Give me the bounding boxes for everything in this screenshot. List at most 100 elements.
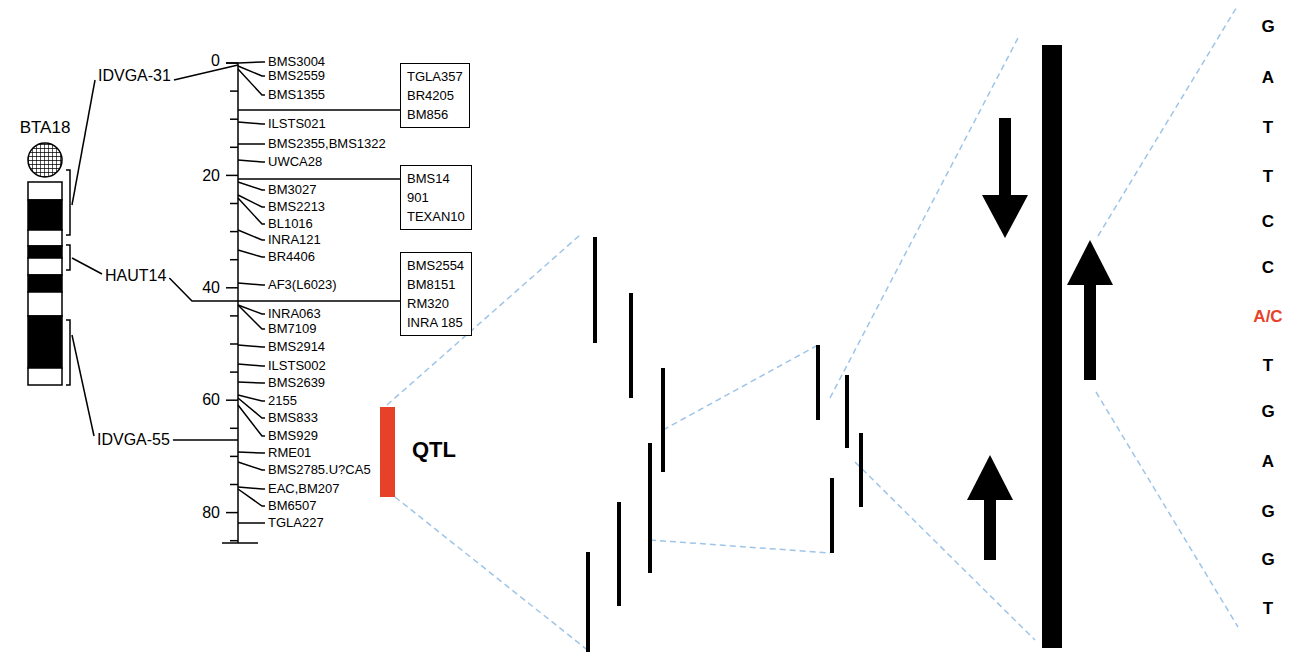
marker-leader	[238, 364, 265, 366]
marker-name: BMS3004	[268, 55, 325, 70]
marker-name: 901	[407, 188, 464, 207]
axis-tick	[226, 62, 238, 64]
chromosome-ideogram	[28, 143, 62, 385]
axis-number: 60	[202, 391, 220, 409]
contig-segments	[588, 237, 861, 652]
marker-name: BM3027	[268, 183, 316, 198]
marker-name: BM856	[407, 105, 462, 124]
marker-name: AF3(L6023)	[268, 278, 337, 293]
axis-number: 80	[202, 504, 220, 522]
marker-name: RME01	[268, 446, 311, 461]
marker-leader	[238, 489, 265, 506]
sequence-base: T	[1263, 167, 1273, 187]
sequence-base: T	[1263, 356, 1273, 376]
axis-tick	[226, 399, 238, 401]
axis-tick	[230, 147, 238, 149]
sequence-base: T	[1263, 118, 1273, 138]
marker-name: BMS2554	[407, 256, 464, 275]
marker-leader	[238, 62, 265, 63]
axis-tick	[230, 259, 238, 261]
locus-label: IDVGA-31	[98, 67, 171, 85]
axis-tick	[226, 287, 238, 289]
locus-leader	[72, 258, 102, 274]
marker-name: INRA121	[268, 233, 321, 248]
axis-tick	[230, 203, 238, 205]
marker-name: UWCA28	[268, 155, 322, 170]
marker-name: BL1016	[268, 217, 313, 232]
marker-name: 2155	[268, 394, 297, 409]
sequence-base: G	[1261, 550, 1274, 570]
marker-name: BMS1355	[268, 88, 325, 103]
marker-leader	[238, 230, 265, 240]
marker-leader	[238, 143, 265, 145]
marker-group-box: TGLA357BR4205BM856	[400, 63, 470, 128]
marker-leader	[238, 69, 265, 95]
axis-number: 40	[202, 279, 220, 297]
locus-leader	[72, 80, 95, 205]
axis-tick	[226, 512, 238, 514]
marker-name: BM8151	[407, 275, 464, 294]
marker-name: RM320	[407, 294, 464, 313]
locus-leader	[169, 278, 238, 301]
marker-leader	[238, 66, 265, 76]
marker-leader	[238, 345, 265, 347]
marker-leader	[238, 122, 265, 124]
axis-tick	[230, 231, 238, 233]
marker-name: INRA063	[268, 307, 321, 322]
marker-name: BM7109	[268, 322, 316, 337]
sequence-base: G	[1261, 17, 1274, 37]
sequence-base: A/C	[1253, 307, 1282, 327]
qtl-bar	[380, 407, 395, 497]
marker-name: BMS2559	[268, 69, 325, 84]
axis-tick	[230, 90, 238, 92]
marker-leader	[238, 395, 265, 401]
axis-tick	[230, 118, 238, 120]
marker-leader	[238, 487, 265, 489]
sequence-base: C	[1262, 258, 1274, 278]
marker-leader	[238, 283, 265, 285]
locus-label: HAUT14	[105, 267, 166, 285]
marker-name: ILSTS002	[268, 359, 326, 374]
chromosome-name: BTA18	[20, 118, 71, 138]
zoom-lines	[387, 5, 1238, 652]
locus-leader	[174, 65, 238, 80]
marker-group-box: BMS14901TEXAN10	[400, 165, 472, 230]
marker-group-box: BMS2554BM8151RM320INRA 185	[400, 252, 472, 336]
axis-tick	[230, 428, 238, 430]
marker-leader	[238, 522, 265, 524]
marker-name: BMS929	[268, 429, 318, 444]
sequence-base: G	[1261, 502, 1274, 522]
sequence-base: A	[1262, 68, 1274, 88]
marker-leader	[238, 462, 265, 470]
map-axis	[222, 63, 400, 543]
marker-name: TEXAN10	[407, 207, 464, 226]
sequence-base: T	[1263, 599, 1273, 619]
axis-tick	[230, 484, 238, 486]
axis-number: 20	[202, 167, 220, 185]
marker-name: BMS2213	[268, 200, 325, 215]
marker-name: BMS2639	[268, 376, 325, 391]
marker-name: BMS2355,BMS1322	[268, 137, 386, 152]
band-brackets	[66, 170, 70, 385]
marker-name: BMS833	[268, 411, 318, 426]
marker-name: BM6507	[268, 499, 316, 514]
marker-name: BMS2914	[268, 340, 325, 355]
sequence-base: G	[1261, 402, 1274, 422]
marker-name: BMS14	[407, 169, 464, 188]
marker-leader	[238, 198, 265, 224]
marker-leader	[238, 305, 265, 329]
direction-arrows	[967, 118, 1113, 560]
sequence-base: A	[1262, 452, 1274, 472]
marker-name: BMS2785.U?CA5	[268, 463, 371, 478]
marker-leader	[238, 250, 265, 257]
marker-name: TGLA227	[268, 516, 324, 531]
marker-name: BR4406	[268, 250, 315, 265]
qtl-label: QTL	[412, 437, 456, 462]
axis-tick	[230, 371, 238, 373]
marker-name: INRA 185	[407, 313, 464, 332]
axis-tick	[230, 343, 238, 345]
marker-name: EAC,BM207	[268, 482, 340, 497]
sequence-base: C	[1262, 212, 1274, 232]
axis-tick	[230, 540, 238, 542]
